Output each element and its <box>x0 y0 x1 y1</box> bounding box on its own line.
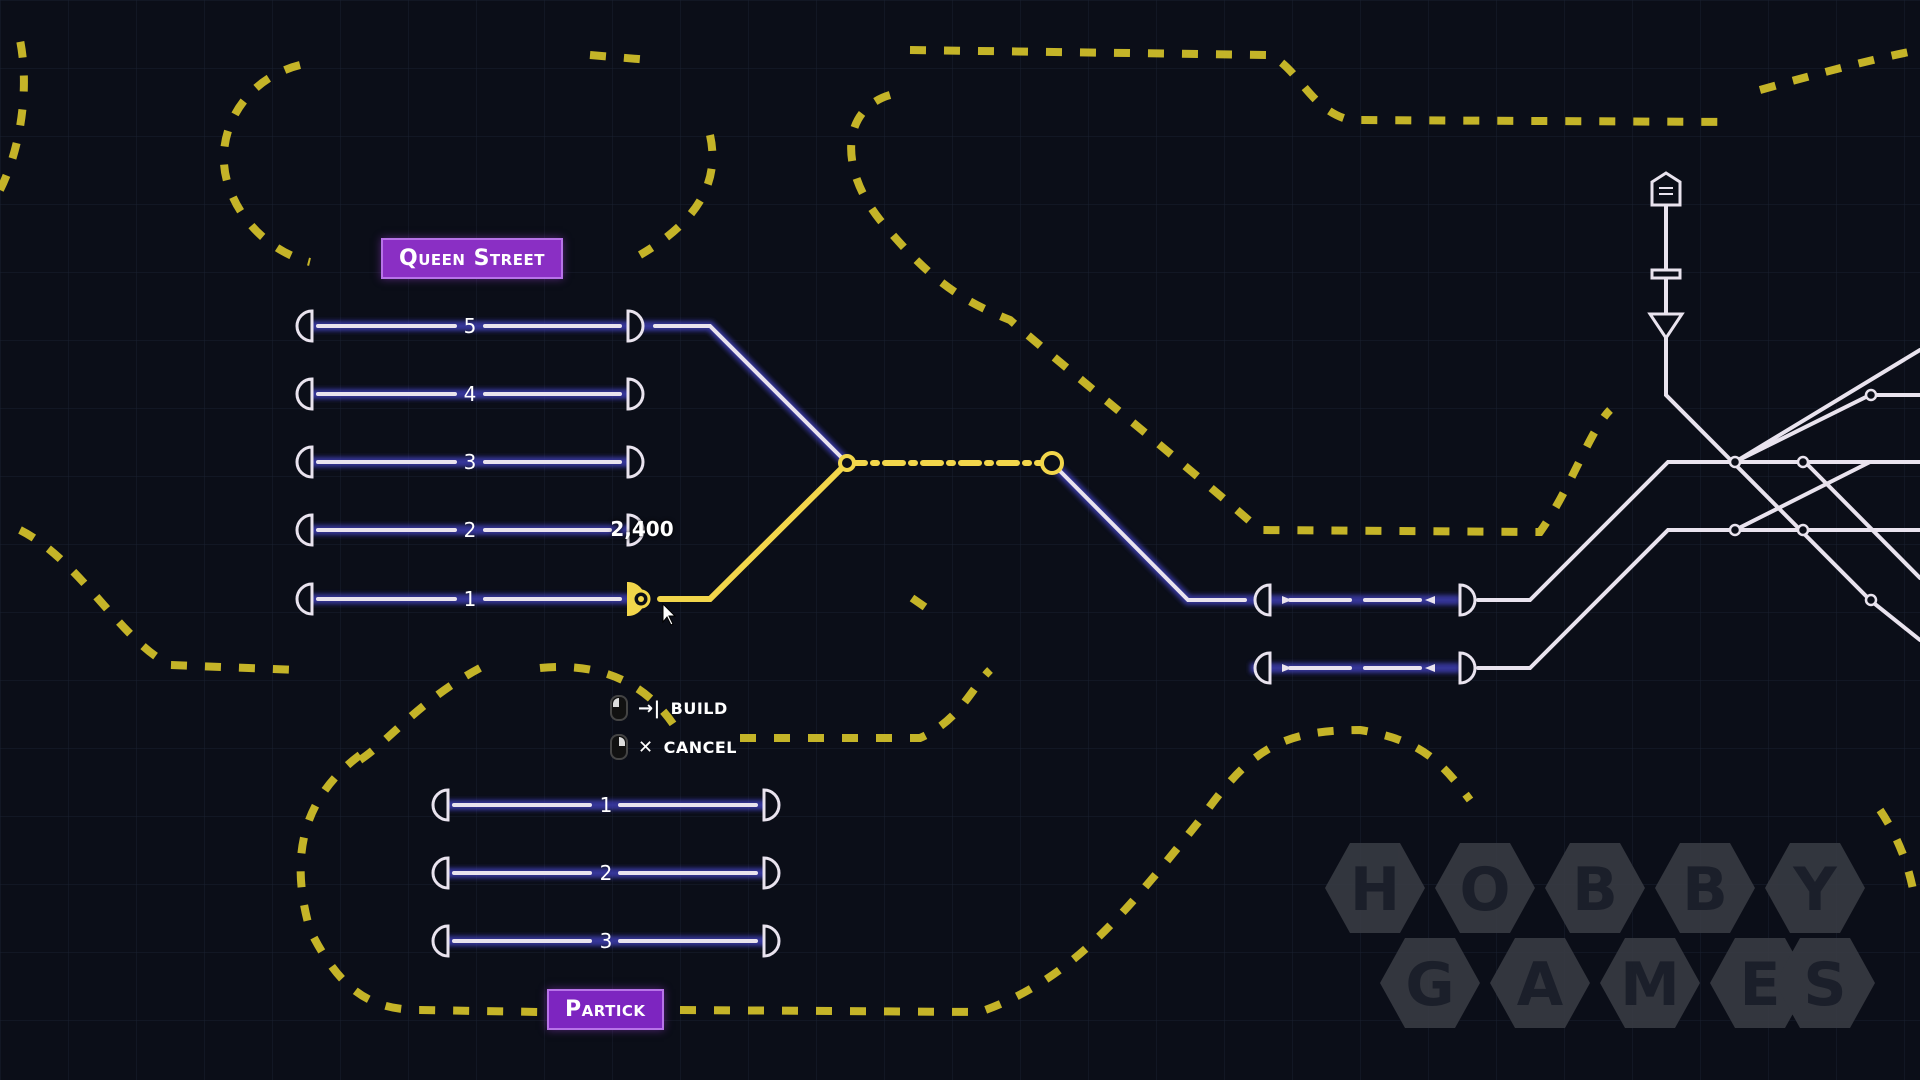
depot-icon[interactable] <box>1647 171 1685 341</box>
mouse-right-click-icon <box>610 734 628 760</box>
hazard-borders <box>0 39 1920 1017</box>
watermark-letter: M <box>1620 950 1680 1020</box>
buffer-left <box>295 309 314 343</box>
watermark-letter: B <box>1572 855 1618 925</box>
watermark-letter: Y <box>1792 855 1838 925</box>
track-number: 1 <box>463 587 477 611</box>
tracks <box>316 198 1920 943</box>
watermark-logo: H O B B Y G A M E S <box>1325 843 1875 1028</box>
cancel-label: CANCEL <box>663 737 737 757</box>
track-number: 3 <box>599 929 613 953</box>
build-cost: 2,400 <box>610 517 674 541</box>
platform-buffers[interactable] <box>295 309 1477 958</box>
build-label: BUILD <box>670 698 728 718</box>
build-preview-track <box>657 460 1055 602</box>
build-prompt[interactable]: →| BUILD <box>610 695 728 721</box>
cancel-prompt[interactable]: ✕ CANCEL <box>610 734 737 760</box>
watermark-letter: S <box>1803 950 1846 1020</box>
track-number: 3 <box>463 450 477 474</box>
cancel-icon: ✕ <box>638 736 654 758</box>
station-label-queen-street[interactable]: Queen Street <box>381 238 563 279</box>
existing-connection-track <box>653 324 849 465</box>
track-number: 2 <box>599 861 613 885</box>
watermark-letter: G <box>1405 950 1454 1020</box>
track-number: 5 <box>463 314 477 338</box>
station-label-partick[interactable]: Partick <box>547 989 664 1030</box>
track-number: 4 <box>463 382 477 406</box>
track-number: 2 <box>463 518 477 542</box>
build-icon: →| <box>638 697 661 719</box>
build-preview-nodes[interactable] <box>627 451 1064 617</box>
mouse-cursor <box>662 602 677 626</box>
watermark-letter: A <box>1517 950 1564 1020</box>
watermark-letter: O <box>1459 855 1510 925</box>
mouse-left-click-icon <box>610 695 628 721</box>
track-number: 1 <box>599 793 613 817</box>
watermark-letter: E <box>1740 950 1781 1020</box>
watermark-letter: B <box>1682 855 1728 925</box>
watermark-letter: H <box>1350 855 1400 925</box>
direction-arrows <box>1282 596 1435 672</box>
junction-nodes[interactable] <box>1728 388 1878 607</box>
